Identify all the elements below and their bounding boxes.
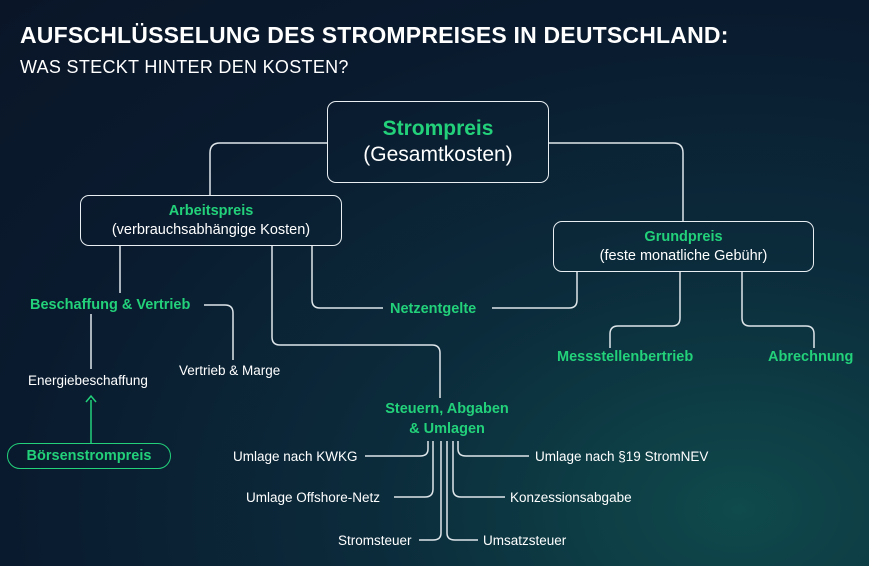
connector-steuern-stromsteuer xyxy=(419,441,442,541)
strompreis-box: Strompreis (Gesamtkosten) xyxy=(327,101,549,183)
connector-beschaffung-vertrieb xyxy=(204,304,234,360)
umlage-offshore-label: Umlage Offshore-Netz xyxy=(246,490,381,505)
connector-steuern-konzession xyxy=(452,441,505,498)
connector-root-arbeitspreis xyxy=(209,142,327,195)
page-subtitle: WAS STECKT HINTER DEN KOSTEN? xyxy=(20,57,349,77)
steuern-label-line1: Steuern, Abgaben xyxy=(385,401,509,417)
connector-steuern-umlage19 xyxy=(457,441,529,457)
netzentgelte-label: Netzentgelte xyxy=(390,301,477,317)
strompreis-sub: (Gesamtkosten) xyxy=(363,143,513,166)
strompreis-label: Strompreis xyxy=(382,117,494,140)
boersenstrompreis-label: Börsenstrompreis xyxy=(26,448,152,464)
beschaffung-vertrieb-label: Beschaffung & Vertrieb xyxy=(30,297,191,313)
connector-grundpreis-mess xyxy=(609,272,681,348)
grundpreis-sub: (feste monatliche Gebühr) xyxy=(599,248,768,264)
connector-grundpreis-netzentgelte xyxy=(492,272,578,309)
arbeitspreis-label: Arbeitspreis xyxy=(168,203,254,219)
energiebeschaffung-label: Energiebeschaffung xyxy=(28,373,148,388)
steuern-label-line2: & Umlagen xyxy=(409,421,485,437)
connector-steuern-umsatz xyxy=(446,441,478,541)
vertrieb-marge-label: Vertrieb & Marge xyxy=(179,363,281,378)
abrechnung-label: Abrechnung xyxy=(768,349,854,365)
connector-arbeitspreis-steuern xyxy=(271,246,441,398)
arrow-head-icon xyxy=(85,394,97,403)
umlage-kwkg-label: Umlage nach KWKG xyxy=(233,449,358,464)
stromsteuer-label: Stromsteuer xyxy=(338,533,412,548)
connector-root-grundpreis xyxy=(549,142,684,221)
boersenstrompreis-pill: Börsenstrompreis xyxy=(7,443,171,469)
connector-grundpreis-abrechnung xyxy=(741,272,815,348)
connector-steuern-offshore xyxy=(394,441,434,498)
connector-steuern-kwkg xyxy=(365,441,429,457)
arbeitspreis-sub: (verbrauchsabhängige Kosten) xyxy=(111,222,311,238)
arbeitspreis-box: Arbeitspreis (verbrauchsabhängige Kosten… xyxy=(80,195,342,246)
grundpreis-box: Grundpreis (feste monatliche Gebühr) xyxy=(553,221,814,272)
umsatzsteuer-label: Umsatzsteuer xyxy=(483,533,567,548)
grundpreis-label: Grundpreis xyxy=(644,229,723,245)
messstellenbetrieb-label: Messstellenbertrieb xyxy=(557,349,694,365)
page-title: AUFSCHLÜSSELUNG DES STROMPREISES IN DEUT… xyxy=(20,22,729,48)
connector-arbeitspreis-netzentgelte xyxy=(311,246,383,309)
umlage-19-label: Umlage nach §19 StromNEV xyxy=(535,449,709,464)
konzessionsabgabe-label: Konzessionsabgabe xyxy=(510,490,632,505)
